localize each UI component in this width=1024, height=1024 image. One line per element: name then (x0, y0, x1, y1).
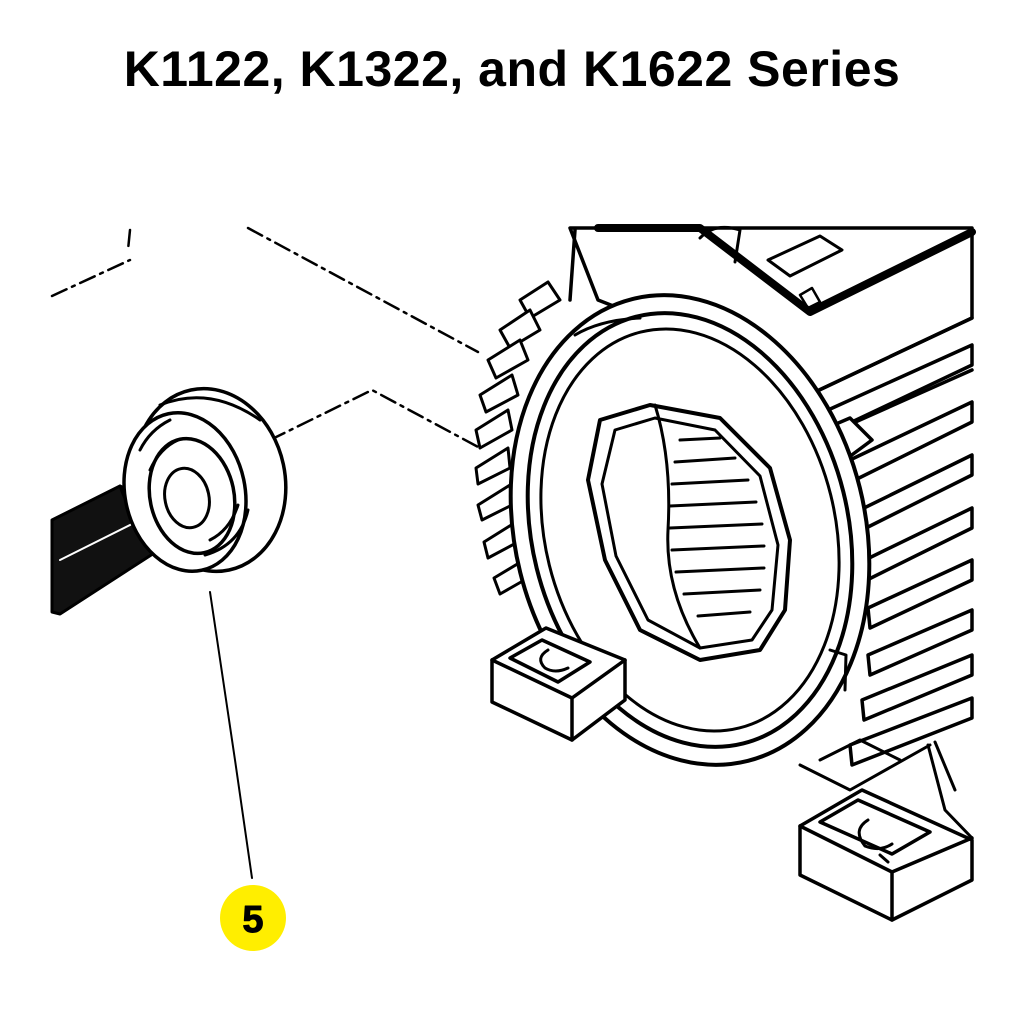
housing-base (798, 738, 932, 792)
mounting-foot-right (798, 740, 974, 922)
mounting-foot-left (490, 626, 627, 742)
callout-leader-line (209, 591, 253, 879)
motor-housing (568, 224, 976, 442)
callout-label: 5 (242, 899, 263, 941)
motor-end-shield (508, 293, 872, 767)
callout-badge-5: 5 (220, 885, 286, 951)
cooling-fins-left (474, 280, 562, 596)
bearing-part (122, 386, 288, 574)
page-title: K1122, K1322, and K1622 Series (123, 41, 901, 97)
